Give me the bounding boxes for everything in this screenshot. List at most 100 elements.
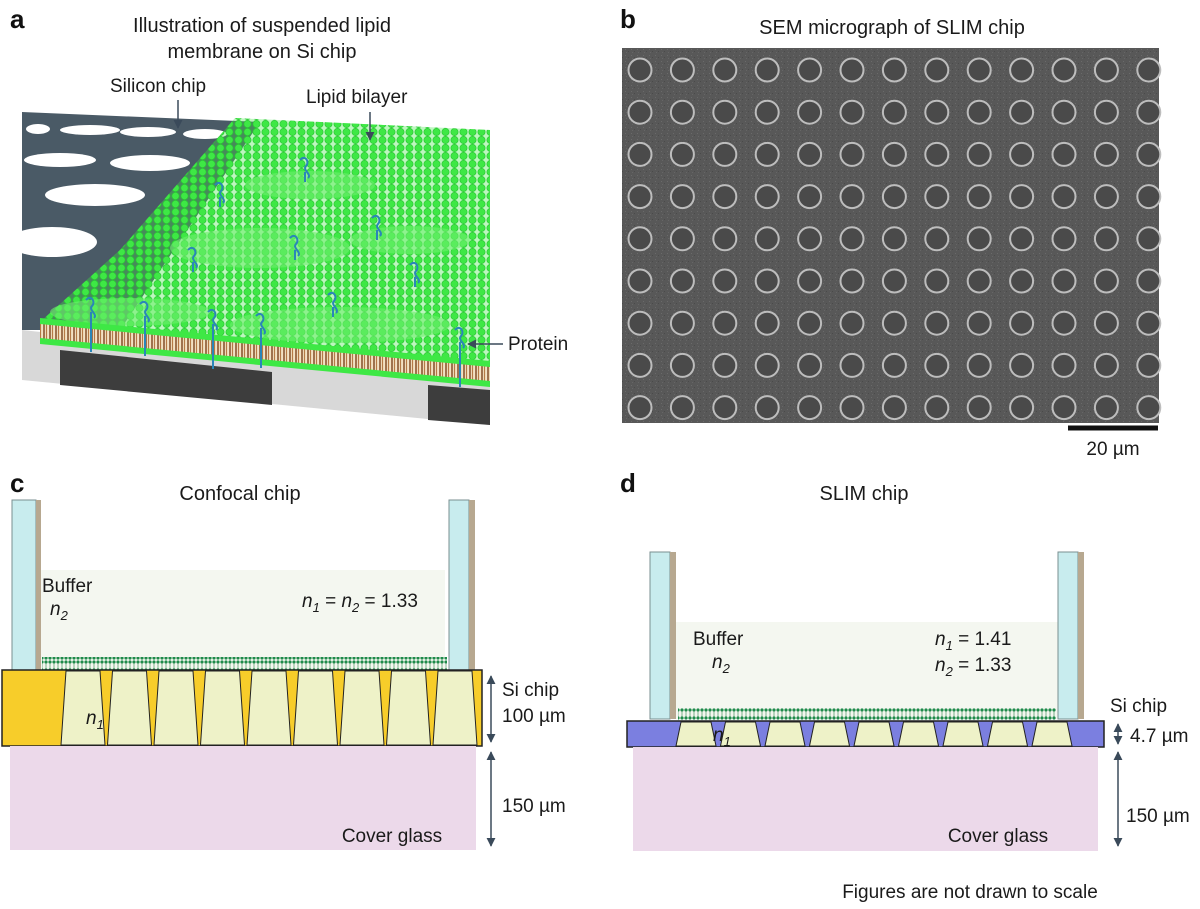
chip-support-right bbox=[428, 385, 490, 425]
cover-glass bbox=[633, 747, 1098, 851]
sem-hole bbox=[669, 268, 695, 294]
chamber-wall-right bbox=[448, 499, 470, 671]
chip-well bbox=[246, 670, 292, 746]
lipid-bilayer-strip bbox=[42, 657, 447, 670]
sem-hole bbox=[1136, 352, 1162, 378]
sem-hole bbox=[881, 57, 907, 83]
chip-well bbox=[292, 670, 339, 746]
sem-hole bbox=[924, 310, 950, 336]
sem-hole bbox=[924, 268, 950, 294]
sem-hole bbox=[754, 268, 780, 294]
protein-label: Protein bbox=[508, 334, 568, 355]
sem-hole bbox=[1009, 57, 1035, 83]
glass-thickness-label: 150 µm bbox=[1126, 806, 1190, 827]
panel-c: c Confocal chip Buffer n2 n1 = n2 = 1.33… bbox=[1, 468, 566, 850]
chamber-wall-left bbox=[11, 499, 37, 671]
sem-hole bbox=[1093, 184, 1119, 210]
sem-hole bbox=[839, 226, 865, 252]
sem-hole bbox=[1009, 352, 1035, 378]
sem-hole bbox=[754, 57, 780, 83]
sem-hole bbox=[966, 268, 992, 294]
sem-hole bbox=[966, 310, 992, 336]
sem-hole bbox=[839, 57, 865, 83]
footnote: Figures are not drawn to scale bbox=[842, 882, 1098, 903]
panel-a-title-line2: membrane on Si chip bbox=[168, 41, 357, 63]
sem-hole bbox=[839, 268, 865, 294]
chip-well bbox=[764, 721, 806, 747]
sem-hole bbox=[1136, 99, 1162, 125]
sem-hole bbox=[797, 226, 823, 252]
sem-hole bbox=[627, 310, 653, 336]
sem-hole bbox=[1136, 268, 1162, 294]
chip-well bbox=[432, 670, 478, 746]
sem-hole bbox=[712, 226, 738, 252]
sem-hole bbox=[712, 268, 738, 294]
panel-a: a Illustration of suspended lipid membra… bbox=[7, 4, 568, 425]
sem-hole bbox=[754, 184, 780, 210]
chip-well bbox=[986, 721, 1029, 747]
sem-hole bbox=[712, 352, 738, 378]
sem-hole bbox=[839, 184, 865, 210]
sem-hole bbox=[1093, 268, 1119, 294]
glass-thickness-label: 150 µm bbox=[502, 796, 566, 817]
sem-hole bbox=[754, 99, 780, 125]
sem-hole-grid bbox=[627, 57, 1162, 421]
sem-hole bbox=[966, 352, 992, 378]
lipid-bilayer-edge bbox=[40, 322, 490, 383]
chip-support-left bbox=[60, 350, 272, 405]
sem-hole bbox=[797, 184, 823, 210]
sem-hole bbox=[1093, 57, 1119, 83]
sem-hole bbox=[1009, 226, 1035, 252]
chip-well bbox=[199, 670, 246, 746]
well-n: n1 bbox=[713, 725, 731, 749]
buffer-n: n2 bbox=[50, 599, 69, 623]
sem-hole bbox=[1136, 226, 1162, 252]
sem-hole bbox=[924, 395, 950, 421]
cover-glass bbox=[10, 746, 476, 850]
n1-value: n1 = 1.41 bbox=[935, 629, 1011, 653]
chip-well bbox=[385, 670, 432, 746]
chip-well bbox=[60, 670, 106, 746]
sem-hole bbox=[1051, 184, 1077, 210]
chip-well bbox=[942, 721, 984, 747]
sem-hole bbox=[712, 99, 738, 125]
chip-well bbox=[808, 721, 851, 747]
sem-hole bbox=[627, 268, 653, 294]
si-chip-label: Si chip bbox=[1110, 696, 1167, 717]
sem-hole bbox=[754, 395, 780, 421]
panel-letter-b: b bbox=[620, 4, 636, 34]
sem-hole bbox=[1093, 395, 1119, 421]
sem-hole bbox=[924, 184, 950, 210]
sem-hole bbox=[1051, 268, 1077, 294]
sem-hole bbox=[839, 352, 865, 378]
si-thickness-label: 100 µm bbox=[502, 706, 566, 727]
sem-hole bbox=[1009, 99, 1035, 125]
sem-hole bbox=[1093, 141, 1119, 167]
sem-hole bbox=[797, 268, 823, 294]
panel-c-title: Confocal chip bbox=[179, 483, 300, 505]
sem-hole bbox=[627, 352, 653, 378]
sem-hole bbox=[1051, 57, 1077, 83]
sem-hole bbox=[797, 99, 823, 125]
chip-well bbox=[339, 670, 385, 746]
chip-well bbox=[897, 721, 940, 747]
lipid-bilayer-strip bbox=[678, 708, 1056, 721]
sem-hole bbox=[627, 57, 653, 83]
chip-well bbox=[153, 670, 199, 746]
buffer-region bbox=[40, 570, 445, 670]
sem-hole bbox=[881, 99, 907, 125]
chamber-wall-left bbox=[649, 551, 671, 720]
scale-bar-label: 20 µm bbox=[1086, 439, 1139, 460]
refractive-index-equation: n1 = n2 = 1.33 bbox=[302, 591, 418, 615]
chip-well bbox=[106, 670, 153, 746]
sem-hole bbox=[627, 395, 653, 421]
sem-hole bbox=[881, 226, 907, 252]
sem-hole bbox=[1136, 141, 1162, 167]
buffer-label: Buffer bbox=[693, 629, 744, 650]
si-thickness-label: 4.7 µm bbox=[1130, 726, 1188, 747]
buffer-region bbox=[676, 622, 1058, 719]
sem-hole bbox=[669, 99, 695, 125]
sem-hole bbox=[754, 310, 780, 336]
sem-hole bbox=[966, 395, 992, 421]
sem-hole bbox=[1093, 99, 1119, 125]
